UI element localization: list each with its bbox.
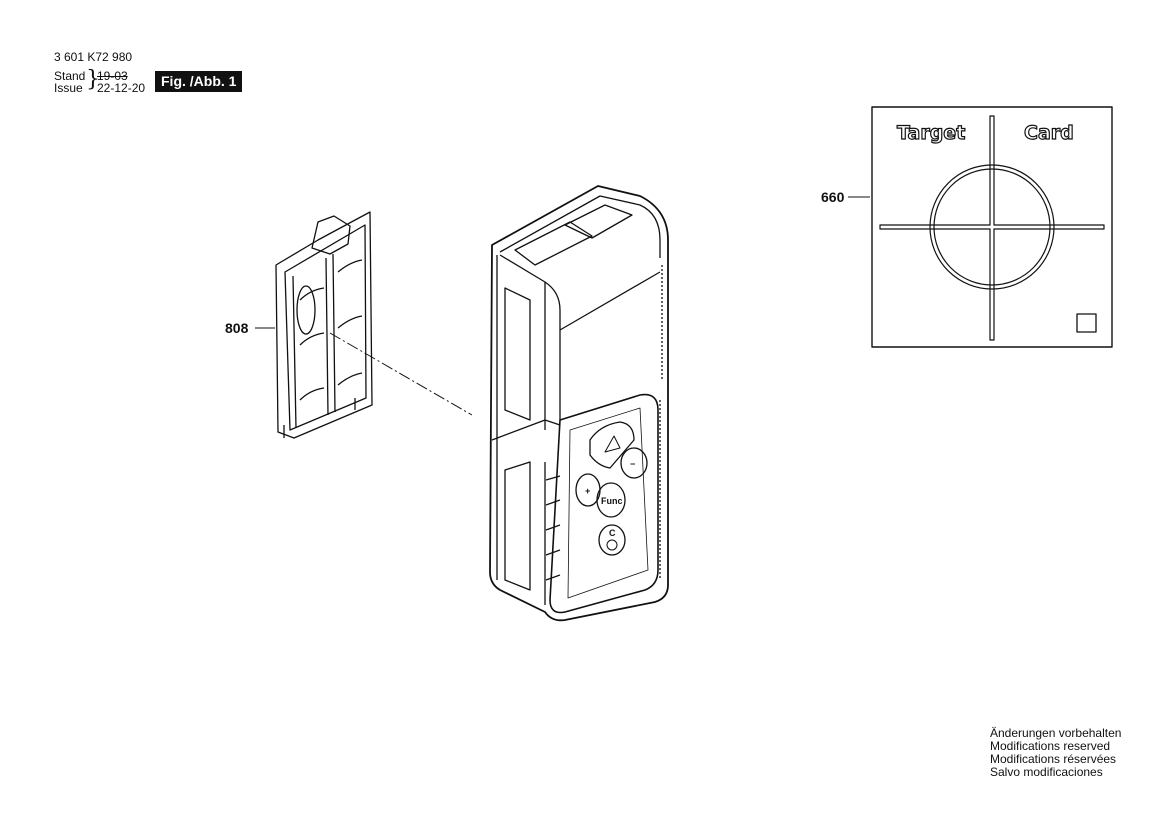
brace-symbol: } — [86, 67, 100, 92]
up-button — [589, 421, 635, 469]
callout-660: 660 — [821, 189, 845, 205]
clear-button-label: C — [609, 528, 616, 538]
issue-date: 22-12-20 — [97, 81, 146, 95]
note-de: Änderungen vorbehalten — [990, 726, 1122, 740]
stand-label: Stand — [54, 69, 86, 83]
func-button-label: Func — [601, 496, 623, 506]
minus-button-label: − — [630, 459, 635, 469]
callout-808: 808 — [225, 320, 249, 336]
old-revision: 19-03 — [97, 69, 128, 83]
note-fr: Modifications réservées — [990, 752, 1117, 766]
battery-cover-part[interactable] — [275, 211, 373, 439]
checkbox-square — [1076, 313, 1097, 333]
plus-button-label: + — [585, 486, 590, 496]
laser-measure-device — [489, 185, 669, 622]
note-es: Salvo modificaciones — [990, 765, 1103, 779]
target-card-word2: Card — [1024, 122, 1074, 144]
figure-label: Fig. /Abb. 1 — [155, 71, 243, 92]
part-number: 3 601 K72 980 — [54, 50, 133, 64]
target-card-word1: Target — [897, 122, 965, 144]
footer-notes: Änderungen vorbehalten Modifications res… — [990, 727, 1121, 779]
assembly-line — [329, 332, 473, 416]
func-button — [596, 482, 626, 518]
stand-issue-labels: Stand Issue — [54, 70, 85, 94]
note-en: Modifications reserved — [990, 739, 1111, 753]
target-card-part[interactable] — [871, 106, 1113, 348]
minus-button — [620, 447, 648, 479]
power-clear-button — [598, 524, 626, 556]
issue-label: Issue — [54, 81, 83, 95]
